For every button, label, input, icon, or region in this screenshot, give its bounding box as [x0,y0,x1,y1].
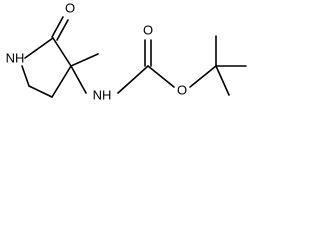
bond-c3-c4 [51,65,72,98]
bond-c3-nh [70,65,87,94]
bond-c5-n1 [21,65,30,87]
carbamate-nh-label: NH [93,87,112,102]
bond-carbamate-c-ester-o [147,65,175,88]
bond-tbu-me-bottom [215,65,230,96]
bond-c2-c3 [52,37,72,67]
ring-nh-label: NH [6,50,25,65]
bond-c4-c5 [28,85,53,98]
bond-ring-carbonyl-1 [51,16,64,38]
bond-methyl [70,53,99,67]
bond-nh-carbamate-c [117,65,149,94]
bond-ring-carbonyl-2 [56,19,69,41]
bond-n1-c2 [24,37,54,59]
ester-oxygen-label: O [177,82,187,97]
bond-ester-o-tbu [189,65,217,88]
carbamate-carbonyl-oxygen-label: O [143,22,153,37]
ring-carbonyl-oxygen-label: O [65,0,75,15]
chemical-structure-diagram: O NH NH O O [6,0,247,102]
